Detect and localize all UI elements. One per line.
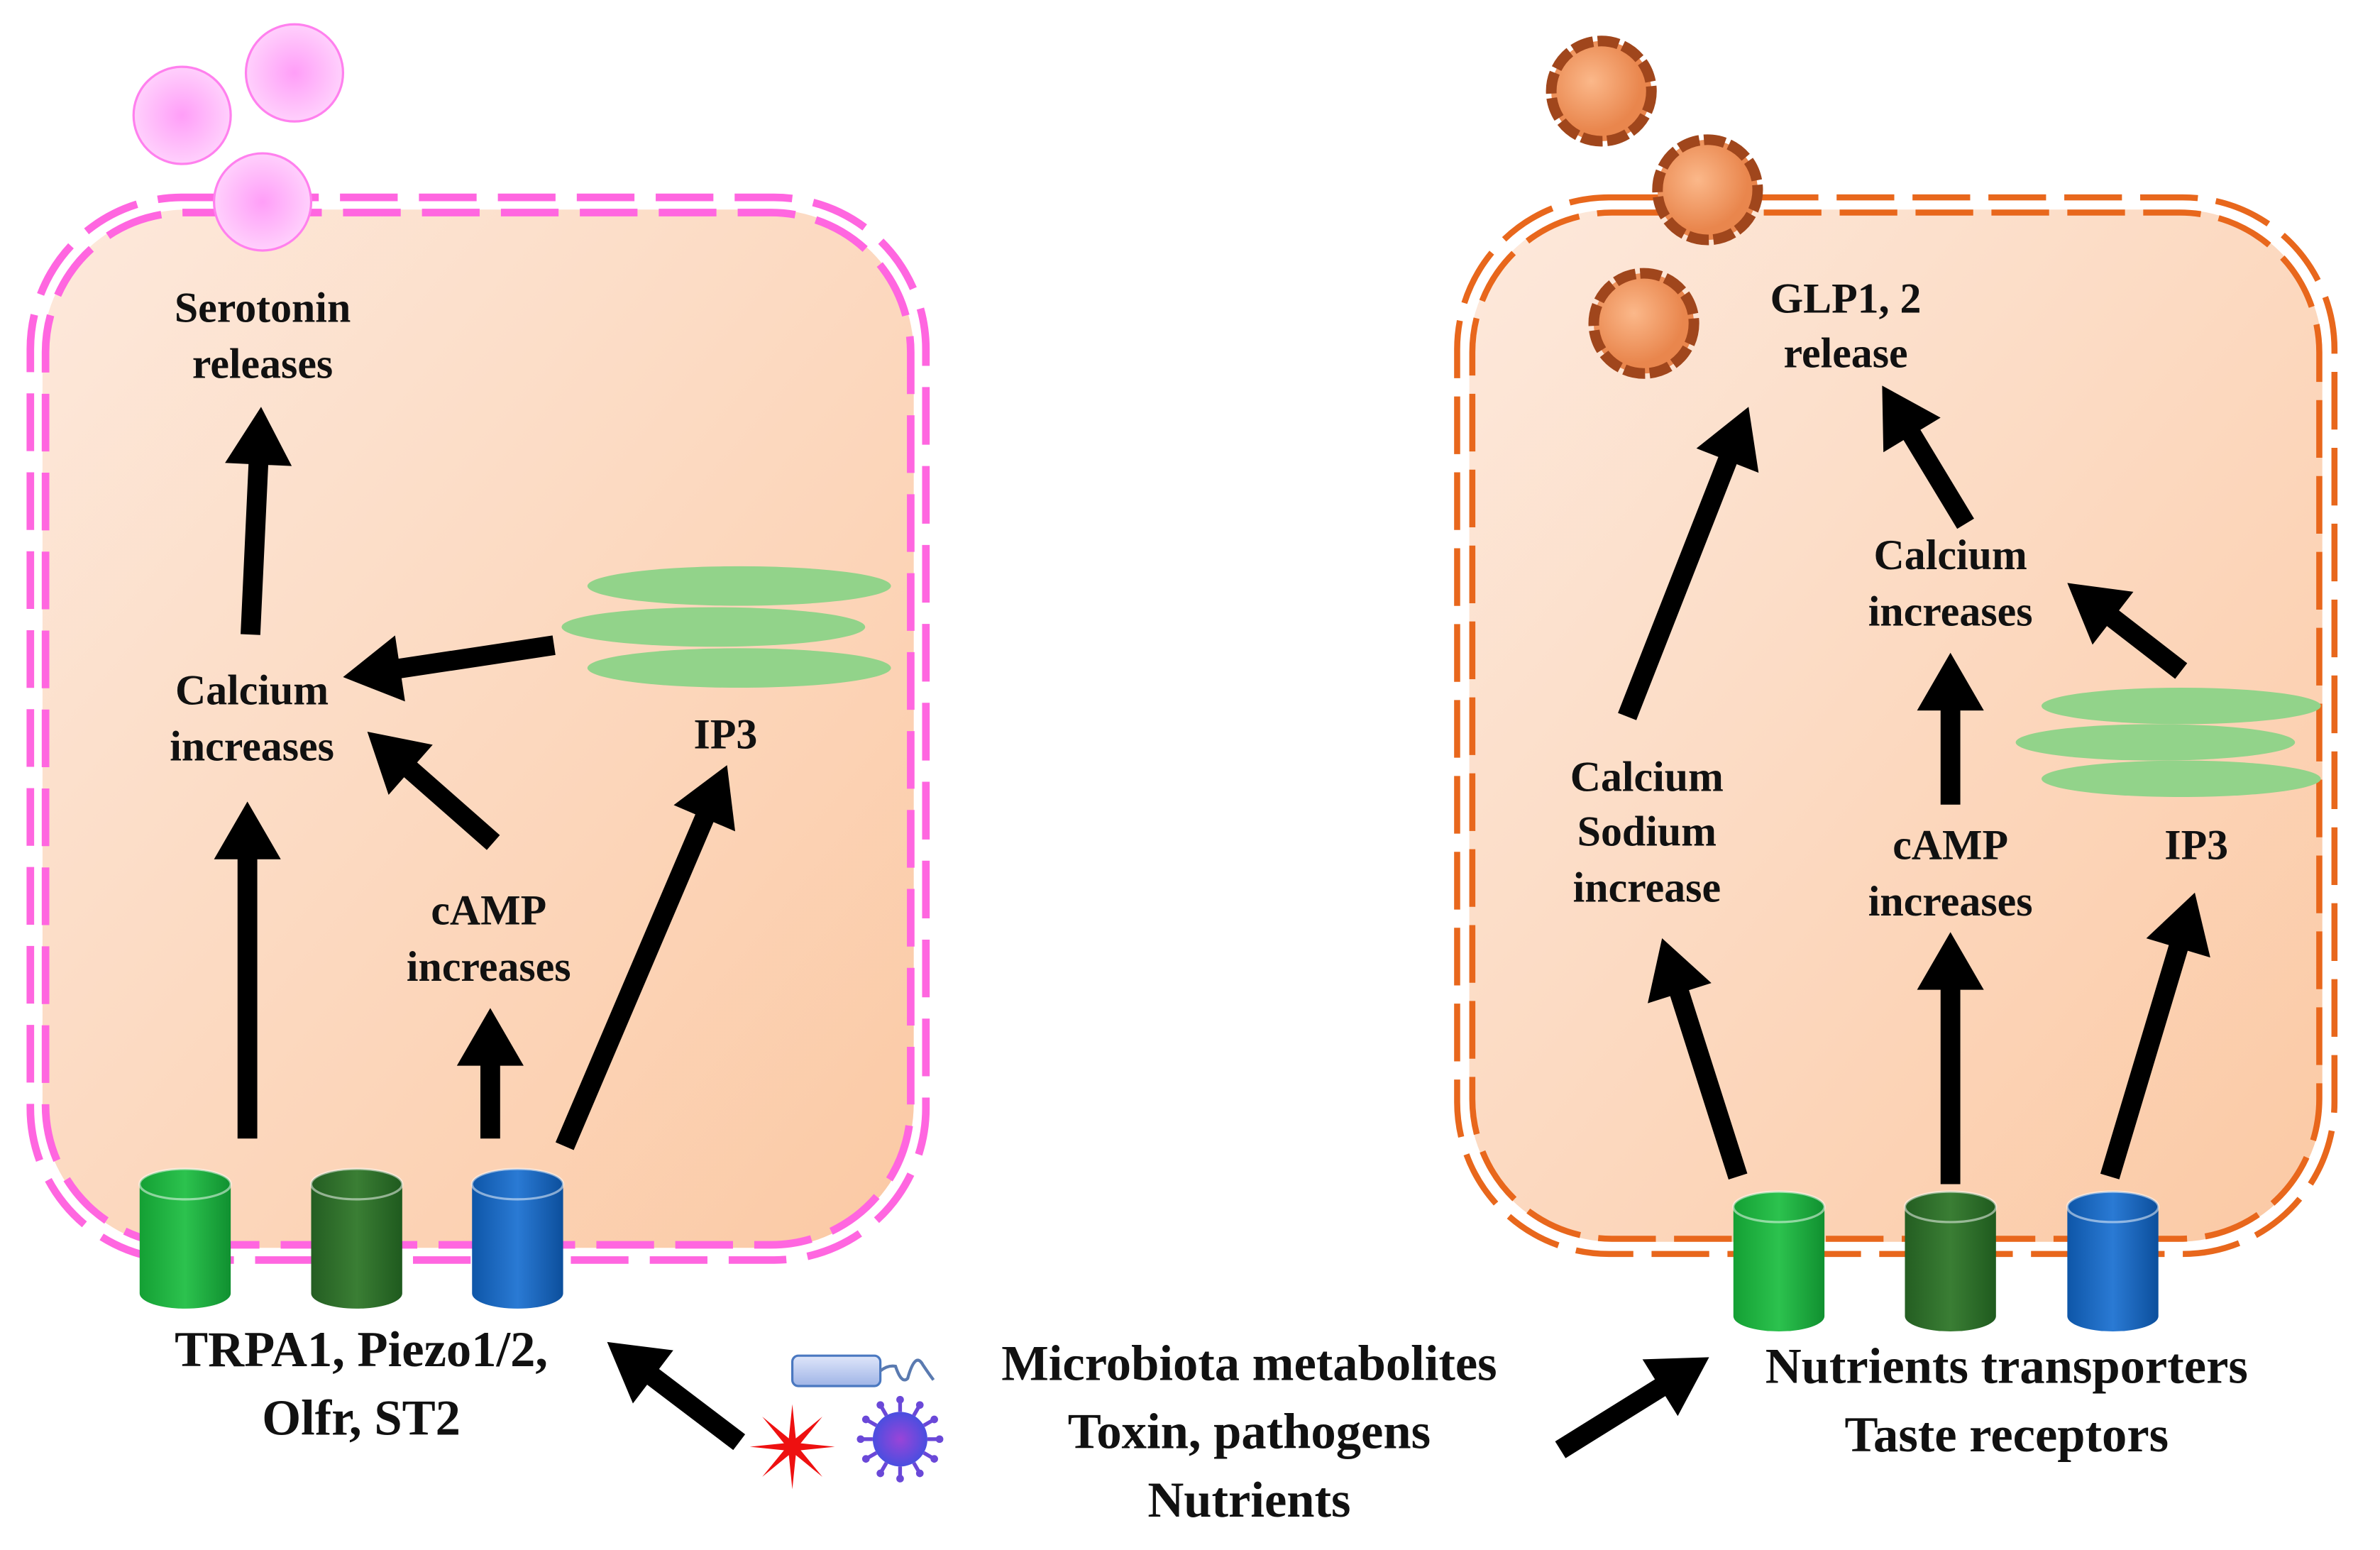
virus-icon — [856, 1395, 944, 1483]
arrow — [607, 1341, 746, 1451]
right-er-stack — [2015, 688, 2321, 798]
trpa1-channel-icon — [138, 1167, 232, 1309]
right-ip3-label: IP3 — [2164, 822, 2228, 869]
piezo-channel-icon — [309, 1167, 404, 1309]
toxin-star-icon — [749, 1404, 835, 1490]
arrow — [367, 732, 500, 850]
left-er-stack — [561, 566, 891, 688]
arrow — [456, 1008, 524, 1139]
arrow — [2067, 583, 2188, 679]
bacterium-icon — [790, 1354, 935, 1387]
arrow — [1618, 407, 1759, 720]
arrow — [1555, 1357, 1709, 1458]
serotonin-vesicle — [212, 152, 313, 252]
arrow — [1917, 652, 1984, 805]
left-receptors-label: TRPA1, Piezo1/2,Olfr, ST2 — [175, 1322, 548, 1446]
nutrient-transporter-icon — [1732, 1190, 1826, 1331]
transporter-icon — [1903, 1190, 1998, 1331]
left-cell-membrane-outer — [26, 193, 930, 1264]
arrow — [555, 765, 736, 1150]
taste-receptor-icon — [2066, 1190, 2160, 1331]
arrow — [1648, 938, 1748, 1180]
arrow — [1882, 385, 1974, 529]
serotonin-vesicle — [244, 23, 345, 123]
olfr-channel-icon — [470, 1167, 565, 1309]
arrow — [2100, 892, 2210, 1180]
arrow — [214, 801, 281, 1139]
arrows — [214, 385, 2210, 1458]
serotonin-vesicle — [132, 65, 232, 165]
glp-vesicle — [1652, 134, 1763, 246]
arrow — [225, 407, 292, 635]
glp-vesicle — [1588, 268, 1699, 379]
right-cell-membrane-inner — [1469, 209, 2323, 1242]
arrow — [1917, 932, 1984, 1185]
glp-vesicle — [1546, 35, 1657, 147]
arrow — [343, 635, 556, 702]
left-ip3-label: IP3 — [694, 711, 758, 758]
right-cell-membrane-outer — [1454, 194, 2338, 1258]
